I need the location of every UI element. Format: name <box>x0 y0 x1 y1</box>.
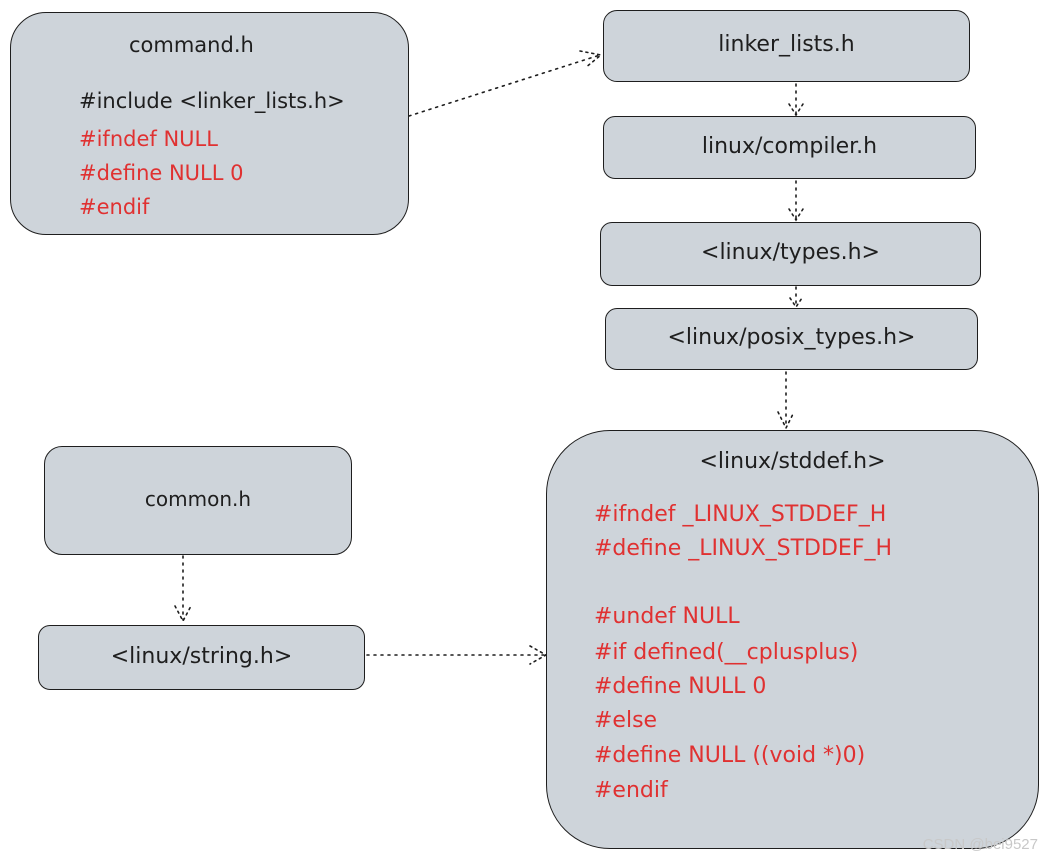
arrowhead-types <box>788 208 804 222</box>
stddef-code-line: #undef NULL <box>594 604 740 629</box>
node-linux-posix-types-h: <linux/posix_types.h> <box>605 308 978 370</box>
arrowhead-linker <box>579 50 603 69</box>
arrowhead-string <box>174 605 192 623</box>
node-linux-stddef-h: <linux/stddef.h> #ifndef _LINUX_STDDEF_H… <box>546 430 1039 849</box>
arrowhead-posix <box>789 297 803 309</box>
linker-lists-h-label: linker_lists.h <box>718 32 855 57</box>
node-linker-lists-h: linker_lists.h <box>603 10 970 82</box>
node-command-h: command.h #include <linker_lists.h> #ifn… <box>10 12 409 235</box>
stddef-code-line: #define _LINUX_STDDEF_H <box>594 536 893 561</box>
command-h-code-line: #endif <box>79 195 150 219</box>
linux-string-h-label: <linux/string.h> <box>110 644 293 669</box>
watermark: CSDN @bei9527 <box>922 836 1038 853</box>
arrowhead-compiler <box>788 103 804 117</box>
command-h-include-line: #include <linker_lists.h> <box>79 89 345 113</box>
common-h-label: common.h <box>144 487 252 511</box>
arrowhead-stddef-top <box>777 411 795 430</box>
stddef-code-line: #ifndef _LINUX_STDDEF_H <box>594 502 887 527</box>
node-linux-compiler-h: linux/compiler.h <box>603 116 976 179</box>
linux-types-h-label: <linux/types.h> <box>701 240 880 265</box>
stddef-code-line: #if defined(__cplusplus) <box>594 640 859 665</box>
node-linux-types-h: <linux/types.h> <box>600 222 981 286</box>
node-common-h: common.h <box>44 446 352 555</box>
stddef-code-line: #define NULL 0 <box>594 674 767 699</box>
node-linux-string-h: <linux/string.h> <box>38 625 365 690</box>
stddef-code-line: #else <box>594 708 658 733</box>
linux-posix-types-h-label: <linux/posix_types.h> <box>667 325 916 350</box>
command-h-code-line: #define NULL 0 <box>79 161 244 185</box>
command-h-title: command.h <box>129 33 254 57</box>
linux-stddef-h-title: <linux/stddef.h> <box>699 449 886 474</box>
edge-command-to-linker <box>408 54 601 117</box>
stddef-code-line: #define NULL ((void *)0) <box>594 743 866 768</box>
command-h-code-line: #ifndef NULL <box>79 127 218 151</box>
linux-compiler-h-label: linux/compiler.h <box>701 134 878 159</box>
stddef-code-line: #endif <box>594 778 668 803</box>
